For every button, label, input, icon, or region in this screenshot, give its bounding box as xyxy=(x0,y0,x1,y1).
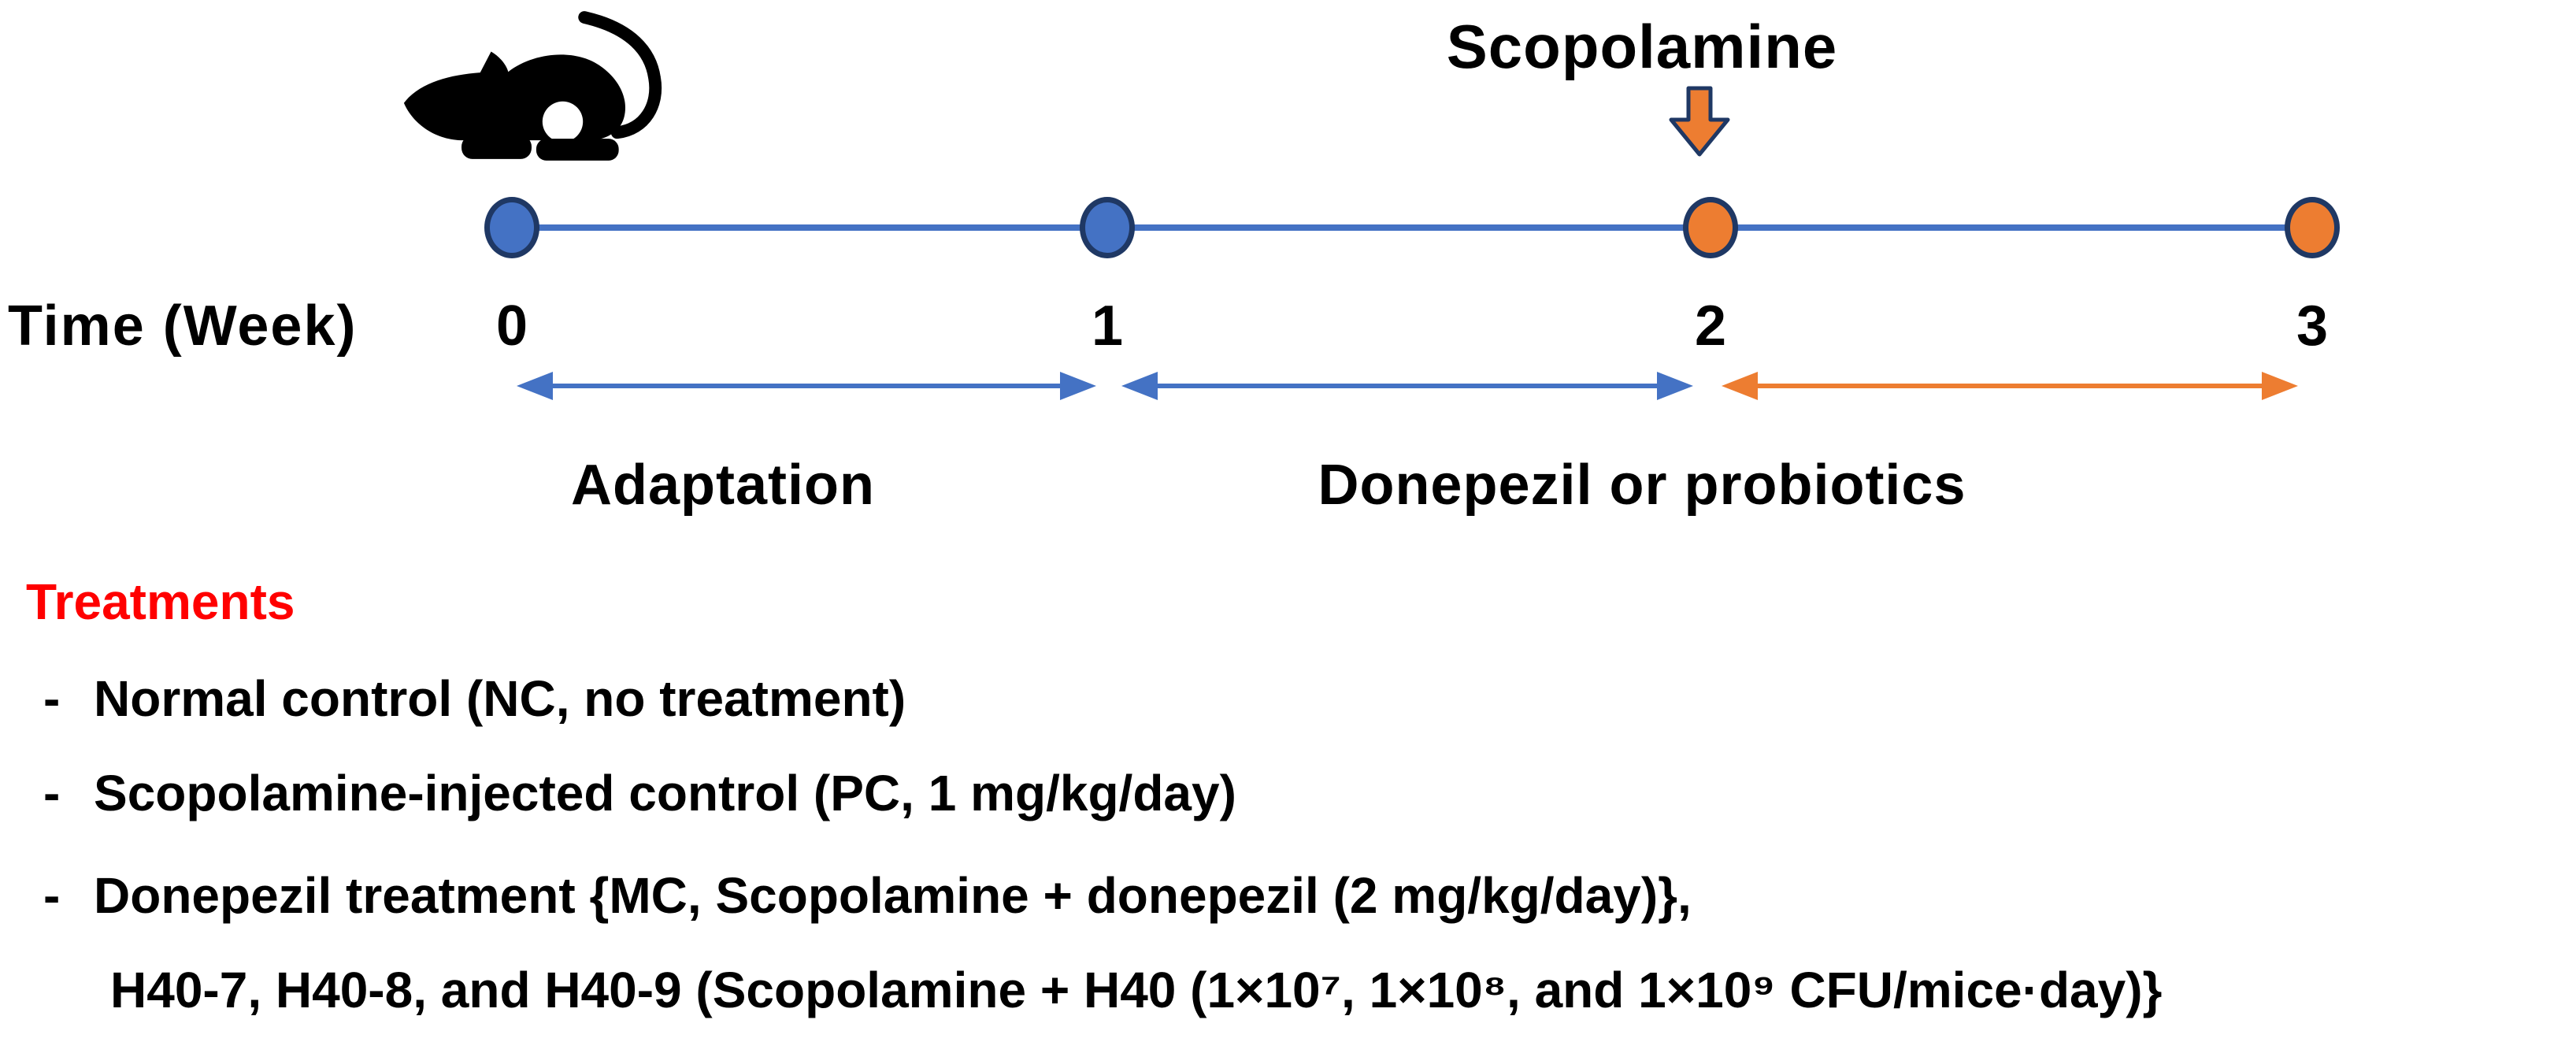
treatments-heading: Treatments xyxy=(26,573,295,630)
timeline-dot-week-1 xyxy=(1080,197,1135,258)
mouse-tail xyxy=(578,11,662,139)
treatment-item: -Donepezil treatment {MC, Scopolamine + … xyxy=(43,866,1692,925)
tick-week-2: 2 xyxy=(1694,295,1727,358)
scopolamine-label: Scopolamine xyxy=(1446,12,1838,81)
mouse-icon xyxy=(403,11,662,161)
treatment-item-text: Donepezil treatment {MC, Scopolamine + d… xyxy=(94,867,1692,924)
treatment-span-arrow-blue xyxy=(1121,372,1693,400)
treatment-item-text: H40-7, H40-8, and H40-9 (Scopolamine + H… xyxy=(110,962,2163,1018)
tick-week-0: 0 xyxy=(495,295,528,358)
mouse-body xyxy=(403,51,626,141)
treatment-item-continuation: H40-7, H40-8, and H40-9 (Scopolamine + H… xyxy=(110,961,2162,1019)
timeline-dot-week-2 xyxy=(1683,197,1738,258)
treatment-item-text: Scopolamine-injected control (PC, 1 mg/k… xyxy=(94,765,1236,821)
bullet-dash: - xyxy=(43,670,61,727)
timeline-dot-week-0 xyxy=(484,197,539,258)
tick-week-1: 1 xyxy=(1091,295,1124,358)
bullet-dash: - xyxy=(43,867,61,924)
phase-label-donepezil-or-probiotics: Donepezil or probiotics xyxy=(1318,454,1966,517)
bullet-dash: - xyxy=(43,765,61,821)
mouse-front-foot xyxy=(461,135,532,159)
treatment-item: -Normal control (NC, no treatment) xyxy=(43,669,906,728)
adaptation-span-arrow xyxy=(517,372,1096,400)
tick-week-3: 3 xyxy=(2296,295,2329,358)
time-axis-label: Time (Week) xyxy=(8,295,358,358)
scopolamine-injection-down-arrow-icon xyxy=(1669,86,1730,157)
treatment-item: -Scopolamine-injected control (PC, 1 mg/… xyxy=(43,764,1236,822)
mouse-hind-foot xyxy=(536,139,619,161)
treatment-item-text: Normal control (NC, no treatment) xyxy=(94,670,906,727)
timeline-dot-week-3 xyxy=(2285,197,2340,258)
mouse-hindleg-notch xyxy=(542,101,584,143)
treatment-span-arrow-orange xyxy=(1722,372,2298,400)
phase-label-adaptation: Adaptation xyxy=(571,454,875,517)
